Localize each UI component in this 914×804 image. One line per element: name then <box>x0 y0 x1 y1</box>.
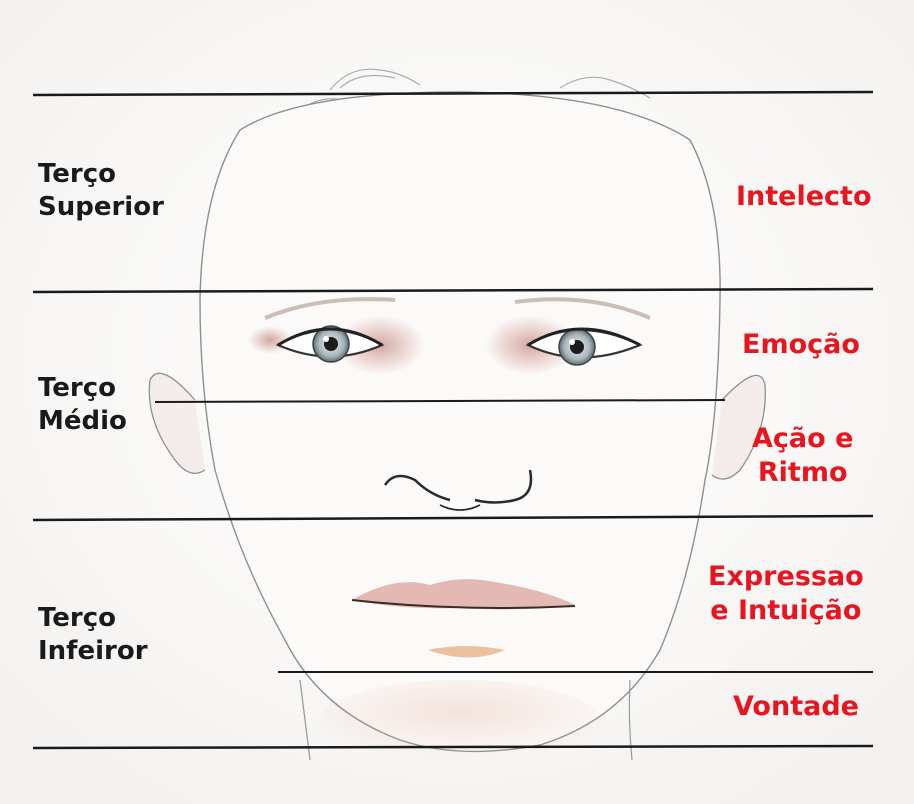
label-action-rhythm-line1: Ação e <box>752 422 853 456</box>
label-upper-third-line2: Superior <box>38 191 164 224</box>
label-lower-third-line1: Terço <box>38 602 148 635</box>
label-action-rhythm: Ação e Ritmo <box>752 422 853 490</box>
label-middle-third-line1: Terço <box>38 372 127 405</box>
label-expression-intuition-line1: Expressao <box>708 560 864 594</box>
label-middle-third-line2: Médio <box>38 405 127 438</box>
label-lower-third-line2: Infeiror <box>38 635 148 668</box>
label-middle-third: Terço Médio <box>38 372 127 437</box>
label-expression-intuition: Expressao e Intuição <box>708 560 864 628</box>
label-action-rhythm-line2: Ritmo <box>752 456 853 490</box>
label-upper-third: Terço Superior <box>38 158 164 223</box>
label-lower-third: Terço Infeiror <box>38 602 148 667</box>
label-intellect: Intelecto <box>736 180 872 214</box>
label-upper-third-line1: Terço <box>38 158 164 191</box>
label-emotion: Emoção <box>742 328 860 362</box>
label-will: Vontade <box>733 690 859 724</box>
label-expression-intuition-line2: e Intuição <box>708 594 864 628</box>
